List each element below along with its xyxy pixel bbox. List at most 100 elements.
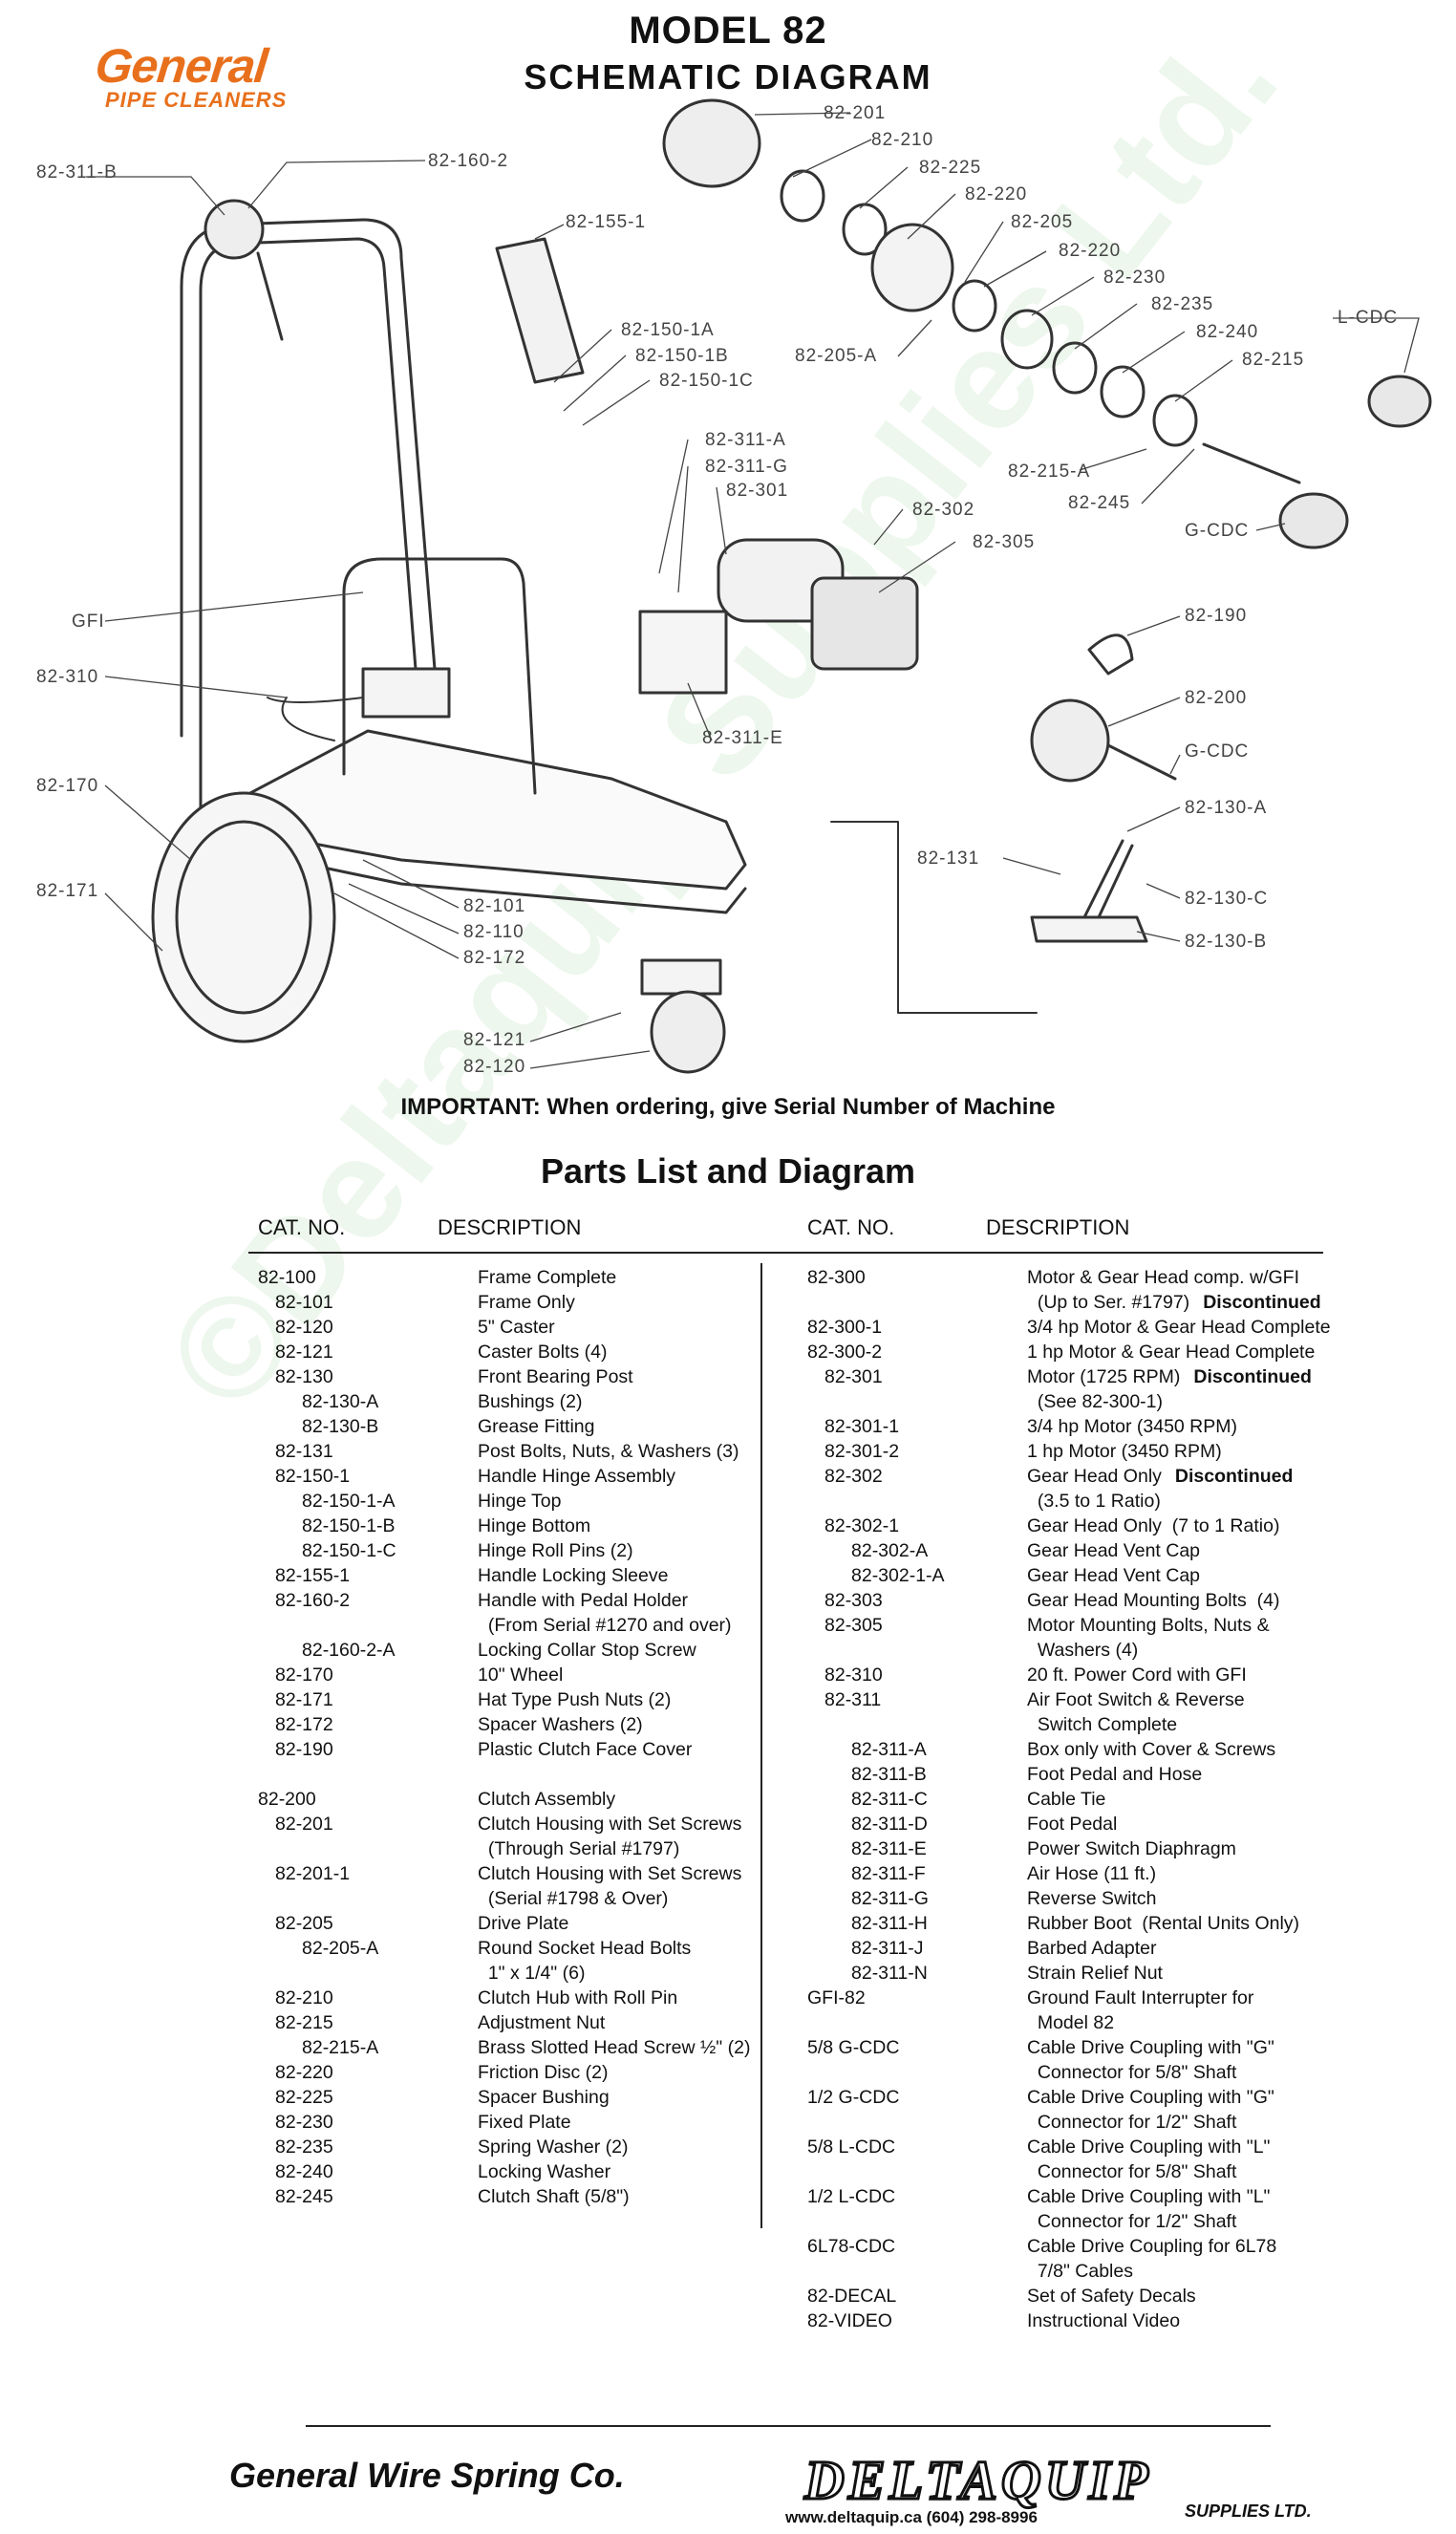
callout-82-110: 82-110	[463, 922, 525, 942]
part-description: Connector for 5/8" Shaft	[1027, 2062, 1237, 2083]
parts-row: 82-300 Motor & Gear Head comp. w/GFI	[807, 1265, 1342, 1290]
part-cat-no: 82-302-1-A	[851, 1565, 945, 1586]
part-description: 1" x 1/4" (6)	[478, 1963, 586, 1984]
part-cat-no: 82-245	[275, 2186, 333, 2207]
part-description: Drive Plate	[478, 1913, 569, 1934]
parts-row: (See 82-300-1)	[807, 1389, 1342, 1414]
parts-row: 82-160-2 Handle with Pedal Holder	[258, 1588, 755, 1613]
part-description: Cable Drive Coupling with "L"	[1027, 2137, 1271, 2158]
part-cat-no: 82-205	[275, 1913, 333, 1934]
parts-row: 82-150-1 Handle Hinge Assembly	[258, 1464, 755, 1489]
part-cat-no: 82-300-1	[807, 1317, 883, 1338]
part-description: Reverse Switch	[1027, 1888, 1157, 1909]
part-cat-no: 82-220	[275, 2062, 333, 2083]
part-description: Clutch Shaft (5/8")	[478, 2186, 630, 2207]
parts-row: 82-172 Spacer Washers (2)	[258, 1712, 755, 1737]
g-cdc-coupling	[1278, 492, 1349, 549]
part-cat-no: 1/2 L-CDC	[807, 2186, 896, 2207]
header-rule	[248, 1252, 1323, 1254]
callout-82-130-B: 82-130-B	[1185, 932, 1268, 952]
part-cat-no: 82-VIDEO	[807, 2310, 892, 2331]
callout-82-150-1B: 82-150-1B	[635, 346, 729, 366]
part-cat-no	[807, 1489, 1027, 1514]
part-cat-no: 82-301-2	[824, 1441, 900, 1462]
callout-82-200: 82-200	[1185, 688, 1248, 708]
part-description: Model 82	[1027, 2012, 1115, 2033]
part-cat-no: 82-201-1	[275, 1863, 351, 1884]
part-description: Spacer Washers (2)	[478, 1714, 643, 1735]
callout-82-150-1C: 82-150-1C	[659, 371, 754, 391]
callout-82-101: 82-101	[463, 896, 526, 916]
part-cat-no: 82-172	[275, 1714, 333, 1735]
part-description: Caster Bolts (4)	[478, 1342, 608, 1363]
part-description: Clutch Assembly	[478, 1789, 616, 1810]
distributor-contact: www.deltaquip.ca (604) 298-8996	[785, 2508, 1038, 2526]
part-description: (3.5 to 1 Ratio)	[1027, 1491, 1161, 1512]
part-cat-no: 82-150-1	[275, 1466, 351, 1487]
gfi-box	[361, 667, 451, 719]
part-status: Discontinued	[1174, 1466, 1294, 1487]
switch-box	[638, 610, 728, 695]
part-cat-no	[807, 1290, 1027, 1315]
part-description: Handle Hinge Assembly	[478, 1466, 676, 1487]
part-description: Gear Head Vent Cap	[1027, 1540, 1201, 1561]
clutch-face-cover	[1087, 634, 1134, 676]
part-cat-no: 82-300-2	[807, 1342, 883, 1363]
part-description: Cable Drive Coupling with "G"	[1027, 2087, 1274, 2108]
part-description: Brass Slotted Head Screw ½" (2)	[478, 2037, 751, 2058]
part-cat-no: 1/2 G-CDC	[807, 2087, 900, 2108]
parts-row: 82-205 Drive Plate	[258, 1911, 755, 1936]
part-description: Rubber Boot (Rental Units Only)	[1027, 1913, 1300, 1934]
parts-row: Connector for 1/2" Shaft	[807, 2209, 1342, 2234]
footer-rule	[306, 2425, 1271, 2427]
callout-g-cdc-b: G-CDC	[1185, 741, 1250, 762]
part-cat-no: 82-160-2	[275, 1590, 351, 1611]
part-cat-no: 82-311-A	[851, 1739, 927, 1760]
part-description: Spacer Bushing	[478, 2087, 610, 2108]
part-description: Motor & Gear Head comp. w/GFI	[1027, 1267, 1300, 1288]
part-description: Air Hose (11 ft.)	[1027, 1863, 1157, 1884]
part-cat-no: 82-200	[258, 1789, 316, 1810]
part-description: Barbed Adapter	[1027, 1938, 1157, 1959]
part-description: Cable Tie	[1027, 1789, 1106, 1810]
part-cat-no: 82-DECAL	[807, 2286, 897, 2307]
callout-82-230: 82-230	[1103, 268, 1167, 288]
part-cat-no: 82-311	[824, 1689, 882, 1710]
part-cat-no	[807, 2060, 1027, 2085]
part-cat-no: 82-311-B	[851, 1764, 927, 1785]
parts-row: Switch Complete	[807, 1712, 1342, 1737]
part-cat-no: 82-121	[275, 1342, 333, 1363]
parts-row: (3.5 to 1 Ratio)	[807, 1489, 1342, 1514]
part-cat-no: 82-130-B	[302, 1416, 379, 1437]
gear-head	[810, 576, 919, 671]
part-cat-no: 82-235	[275, 2137, 333, 2158]
part-cat-no: 82-190	[275, 1739, 333, 1760]
part-description: Gear Head Only (7 to 1 Ratio)	[1027, 1515, 1280, 1536]
part-cat-no: 82-302	[824, 1466, 883, 1487]
callout-82-311-B: 82-311-B	[36, 162, 118, 183]
part-description: Air Foot Switch & Reverse	[1027, 1689, 1245, 1710]
callout-82-120: 82-120	[463, 1057, 526, 1077]
parts-row: 7/8" Cables	[807, 2259, 1342, 2284]
part-cat-no: 82-300	[807, 1267, 866, 1288]
part-description: Connector for 5/8" Shaft	[1027, 2161, 1237, 2182]
part-cat-no: 82-311-E	[851, 1838, 927, 1859]
part-description: Handle with Pedal Holder	[478, 1590, 689, 1611]
callout-82-205-A: 82-205-A	[795, 346, 878, 366]
part-status: Discontinued	[1193, 1366, 1312, 1387]
part-cat-no	[807, 2259, 1027, 2284]
callout-82-150-1A: 82-150-1A	[621, 320, 715, 340]
part-description: Spring Washer (2)	[478, 2137, 629, 2158]
